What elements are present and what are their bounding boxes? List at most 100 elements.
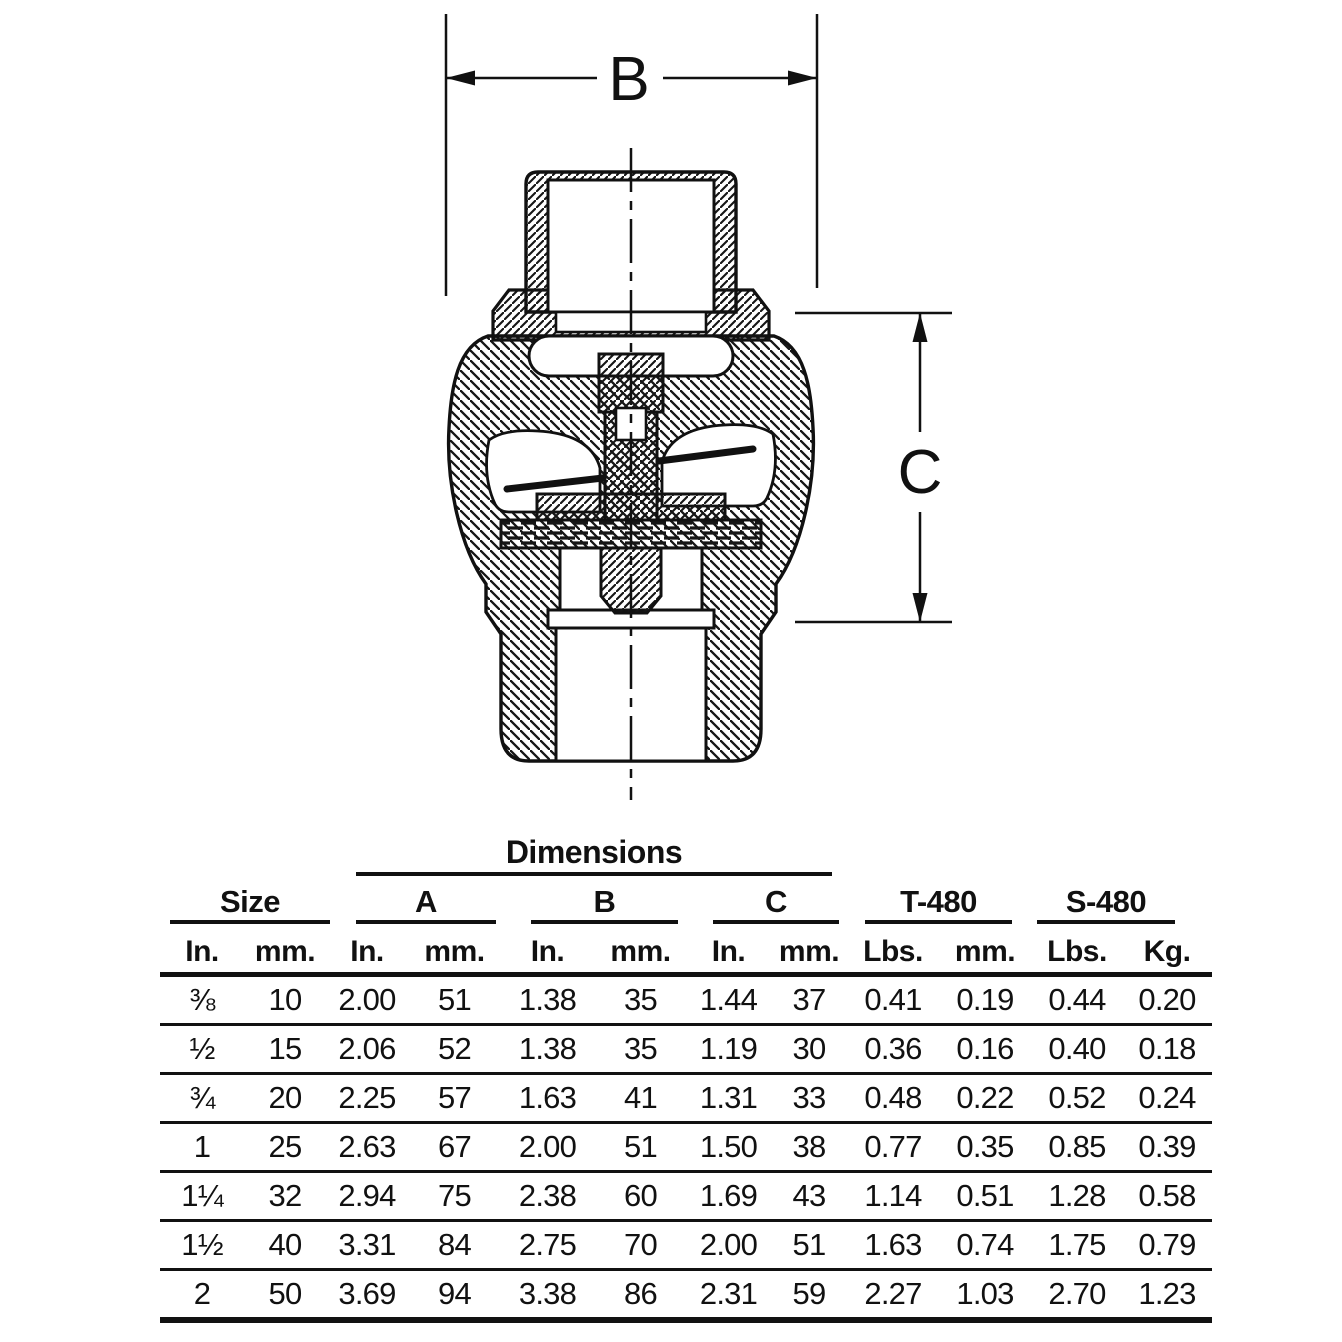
column-header: Kg. <box>1143 935 1191 968</box>
table-cell: 0.22 <box>956 1080 1014 1115</box>
guide-pin-left <box>503 474 607 493</box>
group-header-size: Size <box>170 884 330 924</box>
table-cell: 1.03 <box>956 1276 1014 1311</box>
table-cell: 41 <box>624 1080 658 1115</box>
table-cell: 1.38 <box>518 982 577 1017</box>
dimension-c <box>795 311 952 624</box>
table-cell: 59 <box>792 1276 827 1311</box>
table-cell: 32 <box>268 1178 303 1213</box>
table-cell: 2.38 <box>518 1178 577 1213</box>
table-cell: 1.44 <box>699 982 758 1017</box>
table-cell: 0.77 <box>864 1129 922 1164</box>
table-cell: 43 <box>792 1178 827 1213</box>
table-cell: ⅜ <box>189 982 215 1017</box>
table-cell: 1.63 <box>864 1227 922 1262</box>
table-cell: 94 <box>438 1276 472 1311</box>
dim-b-arrow-right <box>788 70 817 86</box>
table-cell: 50 <box>268 1276 303 1311</box>
table-cell: 0.18 <box>1138 1031 1196 1066</box>
table-cell: ½ <box>189 1031 215 1066</box>
table-cell: 35 <box>624 982 658 1017</box>
table-cell: ¾ <box>189 1080 215 1115</box>
table-cell: 75 <box>438 1178 472 1213</box>
dimension-b <box>444 14 819 296</box>
valve-cross-section-drawing: B C <box>444 14 952 800</box>
table-cell: 2.63 <box>338 1129 396 1164</box>
table-cell: 0.52 <box>1048 1080 1106 1115</box>
table-cell: 2.70 <box>1048 1276 1106 1311</box>
table-cell: 51 <box>792 1227 827 1262</box>
table-cell: 2.00 <box>518 1129 577 1164</box>
table-cell: 38 <box>792 1129 827 1164</box>
group-header-c: C <box>713 884 839 924</box>
table-cell: 15 <box>268 1031 303 1066</box>
table-cell: 33 <box>792 1080 827 1115</box>
table-cell: 67 <box>438 1129 472 1164</box>
group-header-b: B <box>531 884 678 924</box>
column-header: Lbs. <box>863 935 923 968</box>
table-cell: 2 <box>193 1276 211 1311</box>
table-cell: 2.94 <box>338 1178 396 1213</box>
table-cell: 30 <box>792 1031 827 1066</box>
table-cell: 52 <box>438 1031 472 1066</box>
column-header: In. <box>185 935 219 968</box>
table-cell: 1.19 <box>699 1031 758 1066</box>
table-cell: 10 <box>268 982 303 1017</box>
group-header-a: A <box>356 884 496 924</box>
table-cell: 3.38 <box>518 1276 577 1311</box>
table-cell: 2.27 <box>864 1276 922 1311</box>
table-cell: 1.69 <box>699 1178 758 1213</box>
table-cell: 1.28 <box>1048 1178 1106 1213</box>
column-header: mm. <box>954 935 1016 968</box>
table-cell: 0.44 <box>1048 982 1106 1017</box>
table-cell: 86 <box>624 1276 658 1311</box>
table-cell: 0.20 <box>1138 982 1196 1017</box>
column-header: In. <box>711 935 746 968</box>
table-cell: 0.51 <box>956 1178 1014 1213</box>
table-cell: 84 <box>438 1227 472 1262</box>
table-subheader-row: In. mm. In. mm. In. mm. In. mm. Lbs. mm.… <box>160 926 1212 972</box>
column-header: In. <box>530 935 565 968</box>
dim-b-arrow-left <box>446 70 475 86</box>
table-cell: 0.79 <box>1138 1227 1196 1262</box>
dim-c-label: C <box>898 438 943 507</box>
group-header-s480: S-480 <box>1037 884 1175 924</box>
table-cell: 2.06 <box>338 1031 396 1066</box>
table-cell: 0.35 <box>956 1129 1014 1164</box>
table-cell: 0.16 <box>956 1031 1014 1066</box>
dim-b-label: B <box>608 45 649 114</box>
table-cell: 3.31 <box>338 1227 396 1262</box>
table-cell: 2.75 <box>518 1227 577 1262</box>
guide-pin-right <box>655 445 757 465</box>
column-header: mm. <box>424 935 485 968</box>
table-cell: 51 <box>624 1129 658 1164</box>
table-cell: 3.69 <box>338 1276 396 1311</box>
table-cell: 1.75 <box>1048 1227 1106 1262</box>
table-cell: 2.31 <box>699 1276 758 1311</box>
table-cell: 0.41 <box>864 982 922 1017</box>
column-header: In. <box>350 935 384 968</box>
table-cell: 1½ <box>181 1227 223 1262</box>
table-cell: 1.63 <box>518 1080 577 1115</box>
table-cell: 2.25 <box>338 1080 396 1115</box>
group-header-t480: T-480 <box>865 884 1012 924</box>
column-header: mm. <box>610 935 671 968</box>
table-cell: 0.58 <box>1138 1178 1196 1213</box>
table-cell: 1¼ <box>181 1178 223 1213</box>
table-cell: 1.38 <box>518 1031 577 1066</box>
table-cell: 2.00 <box>699 1227 758 1262</box>
table-cell: 57 <box>438 1080 472 1115</box>
table-cell: 51 <box>438 982 472 1017</box>
table-cell: 40 <box>268 1227 303 1262</box>
table-cell: 1.14 <box>864 1178 922 1213</box>
column-header: mm. <box>778 935 840 968</box>
table-cell: 70 <box>624 1227 658 1262</box>
table-cell: 1 <box>193 1129 211 1164</box>
table-cell: 0.48 <box>864 1080 922 1115</box>
table-cell: 0.40 <box>1048 1031 1106 1066</box>
